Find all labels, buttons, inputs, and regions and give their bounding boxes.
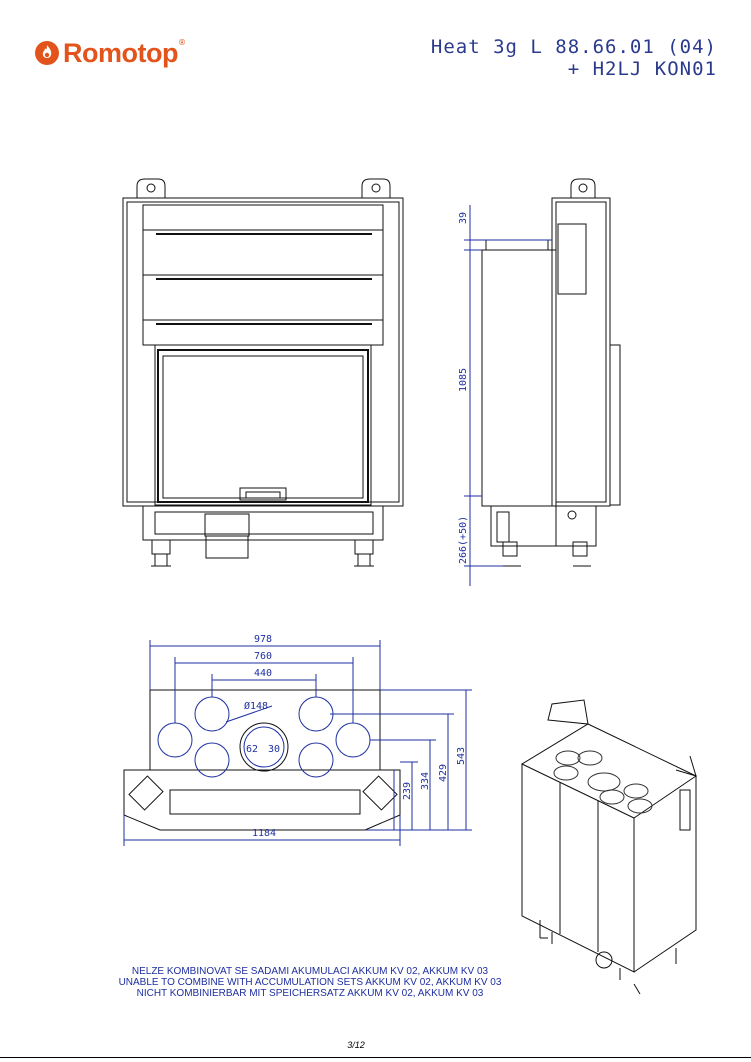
dim-side-height: 1085 [458,368,469,392]
dim-depth-239: 239 [402,782,413,800]
flame-logo-icon [35,41,59,65]
brand-name: Romotop [63,37,178,68]
dim-side-bottom: 266(+50) [458,516,469,564]
note-line-en: UNABLE TO COMBINE WITH ACCUMULATION SETS… [118,977,502,988]
footer-rule [0,1057,751,1058]
page-number: 3/12 [347,1040,365,1050]
model-designation: Heat 3g L 88.66.01 (04) + H2LJ KON01 [431,36,717,80]
dim-width-760: 760 [254,651,272,662]
dim-width-440: 440 [254,668,272,679]
dim-depth-543: 543 [456,747,467,765]
note-line-cz: NELZE KOMBINOVAT SE SADAMI AKUMULACI AKK… [131,966,489,977]
dim-center-left: 62 [246,744,258,755]
model-line-2: + H2LJ KON01 [567,58,717,80]
dim-depth-334: 334 [420,772,431,790]
dim-diameter: Ø148 [244,700,268,712]
dim-side-top: 39 [458,212,469,224]
dim-center-right: 30 [268,744,280,755]
front-view [122,178,404,567]
registered-mark-icon: ® [177,38,186,47]
dim-depth-429: 429 [438,764,449,782]
compatibility-note: NELZE KOMBINOVAT SE SADAMI AKUMULACI AKK… [60,966,560,999]
dim-width-978: 978 [254,634,272,645]
brand-logo: Romotop ® [34,36,186,70]
note-line-de: NICHT KOMBINIERBAR MIT SPEICHERSATZ AKKU… [136,988,484,999]
model-line-1: Heat 3g L 88.66.01 (04) [430,36,717,58]
dim-width-1184: 1184 [252,828,276,839]
top-dimensions: 978 760 440 Ø148 62 30 1184 543 429 334 … [123,634,472,846]
side-view [481,178,621,567]
isometric-view [520,699,697,995]
side-dimensions: 39 1085 266(+50) [458,205,552,586]
